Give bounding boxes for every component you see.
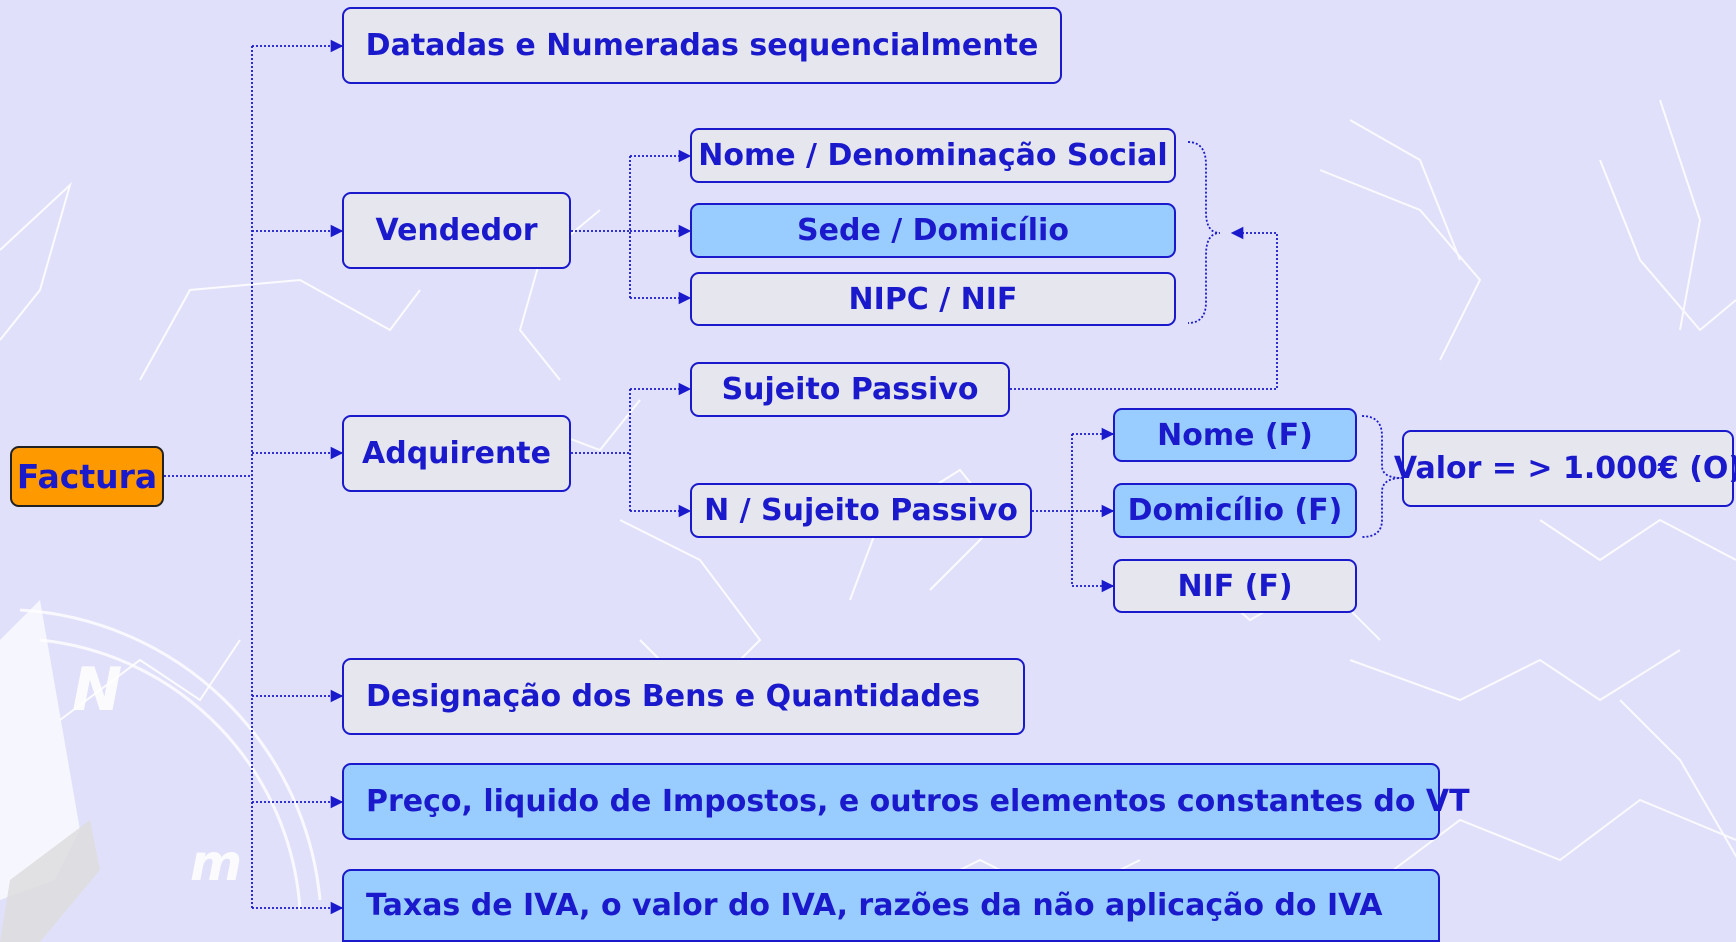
sede-domicilio-node: Sede / Domicílio — [690, 203, 1176, 258]
nome-f-node: Nome (F) — [1113, 408, 1357, 462]
svg-text:N: N — [72, 655, 122, 725]
domicilio-f-node: Domicílio (F) — [1113, 483, 1357, 538]
taxas-iva-node: Taxas de IVA, o valor do IVA, razões da … — [342, 869, 1440, 942]
designacao-bens-node: Designação dos Bens e Quantidades — [342, 658, 1025, 735]
sujeito-passivo-node: Sujeito Passivo — [690, 362, 1010, 417]
adquirente-node: Adquirente — [342, 415, 571, 492]
factura-root-node: Factura — [10, 446, 164, 507]
nif-f-node: NIF (F) — [1113, 559, 1357, 613]
preco-liquido-node: Preço, liquido de Impostos, e outros ele… — [342, 763, 1470, 840]
valor-threshold-node: Valor = > 1.000€ (O) — [1394, 430, 1736, 507]
n-sujeito-passivo-node: N / Sujeito Passivo — [690, 483, 1032, 538]
vendedor-node: Vendedor — [342, 192, 571, 269]
nipc-nif-node: NIPC / NIF — [690, 272, 1176, 326]
svg-text:m: m — [190, 834, 242, 892]
nome-denominacao-social-node: Nome / Denominação Social — [690, 128, 1176, 183]
datadas-numeradas-node: Datadas e Numeradas sequencialmente — [342, 7, 1062, 84]
